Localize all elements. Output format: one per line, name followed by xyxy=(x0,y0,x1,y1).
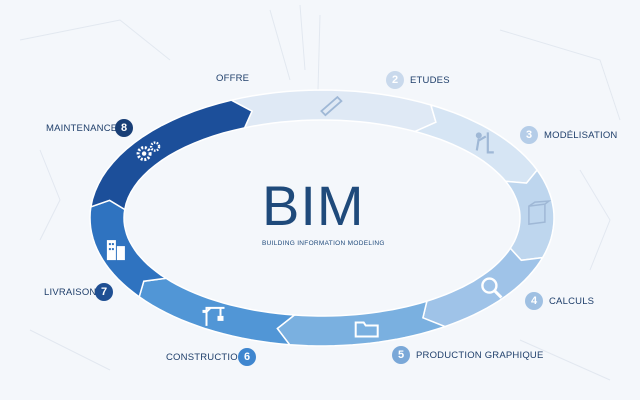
step-label-construction: CONSTRUCTION xyxy=(166,352,245,363)
step-label-maintenance: MAINTENANCE xyxy=(46,123,118,134)
step-label-calculs: CALCULS xyxy=(549,296,595,307)
step-number-2: 2 xyxy=(386,71,404,89)
step-label-offre: OFFRE xyxy=(216,73,250,84)
crane-icon xyxy=(202,306,225,326)
step-label-livraison: LIVRAISON xyxy=(44,287,97,298)
step-number-6: 6 xyxy=(238,348,256,366)
step-label-etudes: ETUDES xyxy=(410,75,450,86)
gears-icon xyxy=(136,141,161,162)
step-label-modelisation: MODÉLISATION xyxy=(544,130,618,141)
ring-segment-1 xyxy=(229,89,437,133)
diagram-title: BIM xyxy=(262,174,365,237)
architect-drawing-icon xyxy=(475,132,494,154)
step-number-4: 4 xyxy=(525,292,543,310)
ring-segment-5 xyxy=(276,300,448,347)
cycle-ring xyxy=(89,89,555,347)
step-number-7: 7 xyxy=(95,283,113,301)
building-icon xyxy=(106,240,125,261)
ring-segment-8 xyxy=(89,99,253,211)
hand-pencil-icon xyxy=(320,95,343,117)
step-number-8: 8 xyxy=(115,119,133,137)
background-sketch xyxy=(19,4,621,381)
step-number-5: 5 xyxy=(392,346,410,364)
ring-segment-3 xyxy=(503,168,555,262)
3d-model-icon xyxy=(528,200,552,225)
step-label-production-graphique: PRODUCTION GRAPHIQUE xyxy=(416,350,544,361)
step-number-3: 3 xyxy=(520,126,538,144)
folder-icon xyxy=(354,321,379,338)
diagram-subtitle: BUILDING INFORMATION MODELING xyxy=(262,240,385,247)
ring-segment-6 xyxy=(138,277,297,346)
magnifier-icon xyxy=(481,277,503,299)
